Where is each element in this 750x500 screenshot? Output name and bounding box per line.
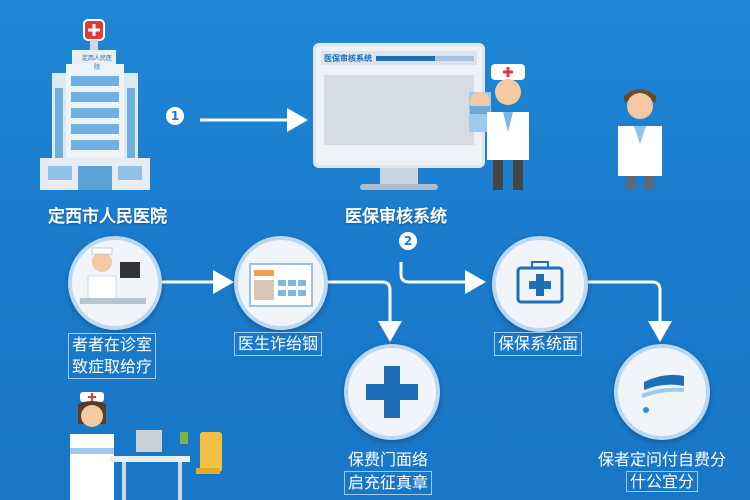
system-monitor: 医保审核系统: [313, 43, 485, 168]
step-badge-2: 2: [399, 232, 417, 250]
node-1-label: 者者在诊室 致症取给疗: [68, 333, 157, 379]
doctor-icon: [618, 89, 662, 190]
node-3-label: 保费门面络 启充征真章: [344, 449, 433, 495]
system-title: 医保审核系统: [345, 207, 447, 227]
hospital-title: 定西市人民医院: [48, 207, 167, 227]
node-2-label: 医生诈绐铟: [234, 332, 323, 356]
node-self-pay: [614, 344, 710, 440]
node-doctor-record: [234, 236, 328, 330]
arrow-node2-node3: [326, 280, 402, 342]
medical-kit-icon: [516, 261, 564, 304]
step-badge-1: 1: [166, 107, 184, 125]
hospital-building-icon: [38, 18, 153, 197]
nurse-at-desk-icon: [70, 392, 222, 500]
hospital-sign: 定西人民医院: [82, 55, 113, 71]
node-insurance-system: [492, 236, 588, 332]
node-medical-cross: [344, 344, 440, 440]
screen-progress-bar: [376, 55, 474, 61]
chart-flag-icon: [641, 374, 685, 413]
doctor-group-icon: [469, 64, 529, 190]
screen-title: 医保审核系统: [324, 53, 372, 63]
medical-cross-icon: [366, 366, 418, 418]
node-doctor-consultation: [68, 236, 162, 330]
arrow-node4-node5: [588, 280, 672, 342]
arrow-step2: [399, 262, 486, 294]
node-5-label: 保者定问付自费分 什公宜分: [597, 450, 726, 492]
screen-form-icon: [249, 263, 313, 307]
doctor-at-computer-icon: [80, 247, 146, 304]
node-4-label: 保保系统面: [494, 332, 583, 356]
